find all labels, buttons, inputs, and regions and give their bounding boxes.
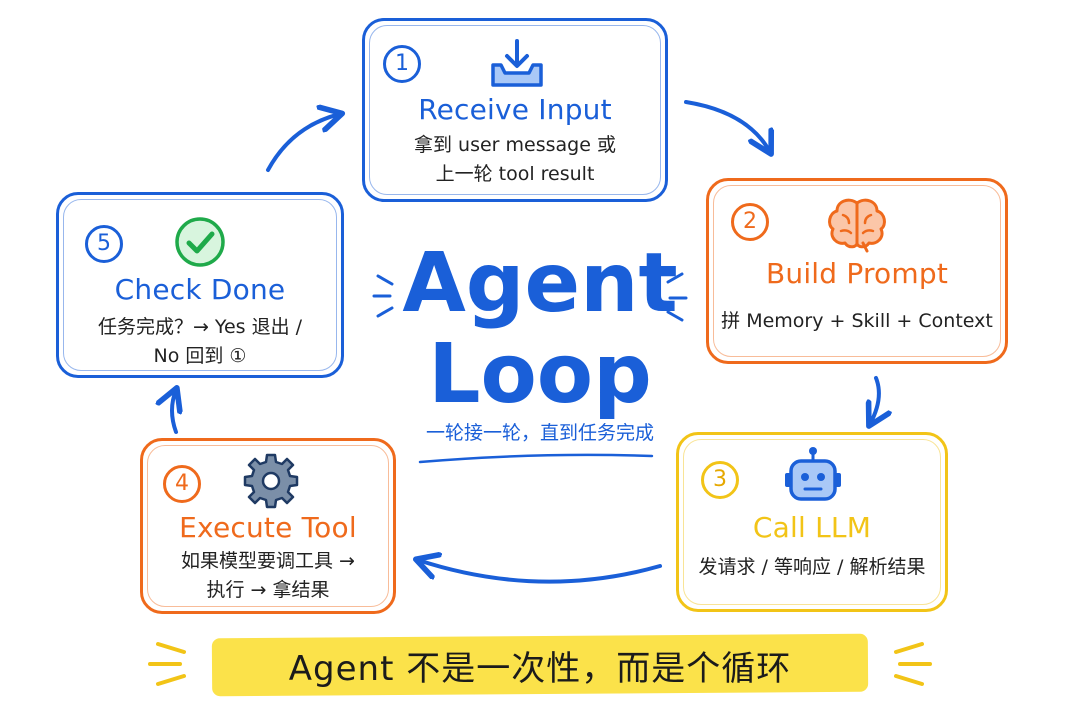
description-line: 拿到 user message 或 bbox=[414, 134, 616, 156]
arrow-2-to-3 bbox=[870, 376, 879, 424]
step-number-badge: 4 bbox=[163, 465, 201, 503]
check-circle-icon bbox=[175, 217, 225, 267]
arrow-4-to-5 bbox=[172, 390, 176, 434]
description-line: 执行 → 拿结果 bbox=[206, 579, 330, 601]
arrow-3-to-4 bbox=[418, 560, 662, 584]
gear-icon bbox=[243, 453, 299, 509]
description-line: 如果模型要调工具 → bbox=[181, 550, 355, 572]
step-number-badge: 5 bbox=[85, 225, 123, 263]
robot-icon bbox=[785, 447, 841, 501]
description-line: 发请求 / 等响应 / 解析结果 bbox=[698, 556, 926, 578]
step-title: Execute Tool bbox=[179, 511, 357, 544]
center-title-line: Agent bbox=[402, 236, 678, 331]
description-line: 拼 Memory + Skill + Context bbox=[721, 310, 993, 332]
right-sparkle-marks bbox=[666, 272, 688, 322]
description-line: 任务完成？→ Yes 退出 / bbox=[97, 316, 303, 338]
step-number-badge: 2 bbox=[731, 203, 769, 241]
arrow-1-to-2 bbox=[684, 100, 770, 152]
step-description: 拿到 user message 或 上一轮 tool result bbox=[375, 131, 655, 189]
banner-text: Agent 不是一次性，而是个循环 bbox=[288, 648, 792, 689]
step-title: Receive Input bbox=[418, 93, 612, 126]
banner-left-sparkles bbox=[148, 642, 186, 686]
step-number-badge: 1 bbox=[383, 45, 421, 83]
center-title-line: Loop bbox=[428, 327, 652, 422]
step-execute-tool: 4 Execute Tool 如果模型要调工具 → 执行 → 拿结果 bbox=[140, 438, 396, 614]
step-description: 任务完成？→ Yes 退出 / No 回到 ① bbox=[69, 313, 331, 371]
center-subtitle: 一轮接一轮，直到任务完成 bbox=[425, 422, 654, 444]
banner-right-sparkles bbox=[894, 642, 932, 686]
step-receive-input: 1 Receive Input 拿到 user message 或 上一轮 to… bbox=[362, 18, 668, 202]
step-call-llm: 3 Call LLM 发请求 / 等响应 / 解析结果 bbox=[676, 432, 948, 612]
step-number-badge: 3 bbox=[701, 461, 739, 499]
left-sparkle-marks bbox=[372, 274, 394, 318]
brain-icon bbox=[828, 198, 886, 253]
inbox-download-icon bbox=[491, 39, 543, 87]
center-title: Agent Loop bbox=[360, 238, 720, 420]
arrow-5-to-1 bbox=[266, 114, 340, 172]
step-title: Build Prompt bbox=[765, 257, 949, 290]
step-check-done: 5 Check Done 任务完成？→ Yes 退出 / No 回到 ① bbox=[56, 192, 344, 378]
step-title: Check Done bbox=[114, 273, 286, 306]
step-build-prompt: 2 Build Prompt 拼 Memory + Skill + Contex… bbox=[706, 178, 1008, 364]
description-line: No 回到 ① bbox=[153, 345, 247, 367]
step-description: 发请求 / 等响应 / 解析结果 bbox=[689, 553, 935, 582]
description-line: 上一轮 tool result bbox=[435, 163, 595, 185]
step-description: 如果模型要调工具 → 执行 → 拿结果 bbox=[153, 547, 383, 605]
step-title: Call LLM bbox=[752, 511, 872, 544]
step-description: 拼 Memory + Skill + Context bbox=[719, 307, 995, 336]
subtitle-underline bbox=[418, 453, 654, 464]
